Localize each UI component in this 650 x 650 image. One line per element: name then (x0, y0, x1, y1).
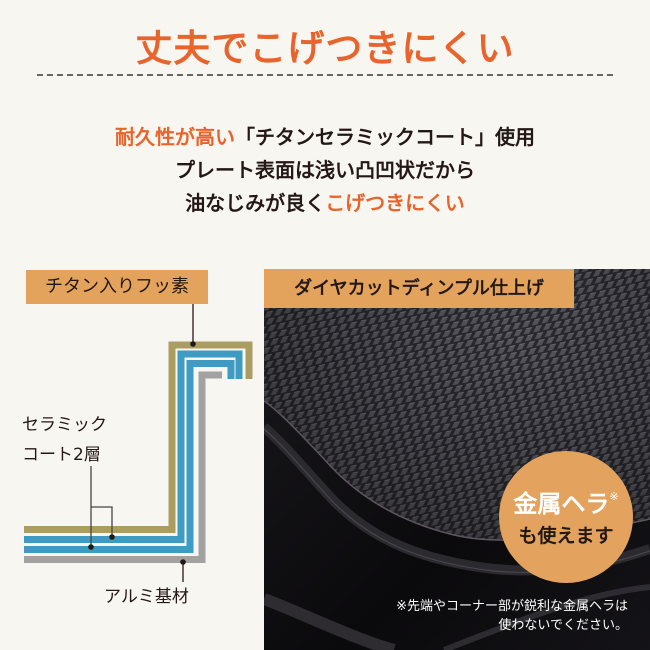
badge-line-1: 金属ヘラ※ (499, 484, 633, 519)
leader-ceramic-branch (91, 506, 113, 537)
caution-note-line-1: ※先端やコーナー部が鋭利な金属ヘラは (396, 599, 628, 614)
layer-titanium-fluorine (24, 341, 253, 533)
description: 耐久性が高い「チタンセラミックコート」使用 プレート表面は浅い凸凹状だから 油な… (0, 121, 650, 220)
leader-dot-aluminum (180, 559, 186, 565)
leader-dot-ceramic-1 (109, 534, 115, 540)
badge-line-2: も使えます (518, 525, 614, 547)
headline: 丈夫でこげつきにくい (135, 27, 515, 70)
description-oil: 油なじみが良く (185, 191, 326, 215)
description-line-3: 油なじみが良くこげつきにくい (0, 187, 650, 220)
layer-ceramic-2 (24, 360, 235, 553)
description-accent-nonstick: こげつきにくい (325, 191, 465, 215)
ceramic-label-line-1: セラミック (22, 415, 107, 435)
caution-note-line-2: 使わないでください。 (498, 618, 628, 633)
metal-spatula-badge: 金属ヘラ※ も使えます (499, 451, 633, 583)
aluminum-base-label: アルミ基材 (104, 587, 189, 607)
description-coat-name: 「チタンセラミックコート」使用 (235, 125, 535, 149)
description-line-1: 耐久性が高い「チタンセラミックコート」使用 (0, 121, 650, 154)
badge-note-mark: ※ (609, 490, 619, 503)
dashed-divider (37, 74, 613, 76)
badge-metal-spatula: 金属ヘラ (513, 490, 610, 518)
ceramic-label-line-2: コート2層 (22, 445, 101, 465)
diamond-cut-dimple-label: ダイヤカットディンプル仕上げ (264, 269, 574, 308)
leader-dot-titanium (190, 341, 196, 347)
ceramic-coat-label: セラミック コート2層 (22, 410, 107, 470)
description-accent-durable: 耐久性が高い (115, 125, 235, 149)
coating-layer-diagram (24, 304, 253, 582)
titanium-fluorine-label: チタン入りフッ素 (26, 270, 208, 304)
layer-aluminum (24, 371, 222, 563)
layer-ceramic-1 (24, 350, 243, 543)
leader-dot-ceramic-2 (88, 544, 94, 550)
description-line-2: プレート表面は浅い凸凹状だから (175, 158, 475, 182)
caution-note: ※先端やコーナー部が鋭利な金属ヘラは 使わないでください。 (328, 597, 628, 635)
